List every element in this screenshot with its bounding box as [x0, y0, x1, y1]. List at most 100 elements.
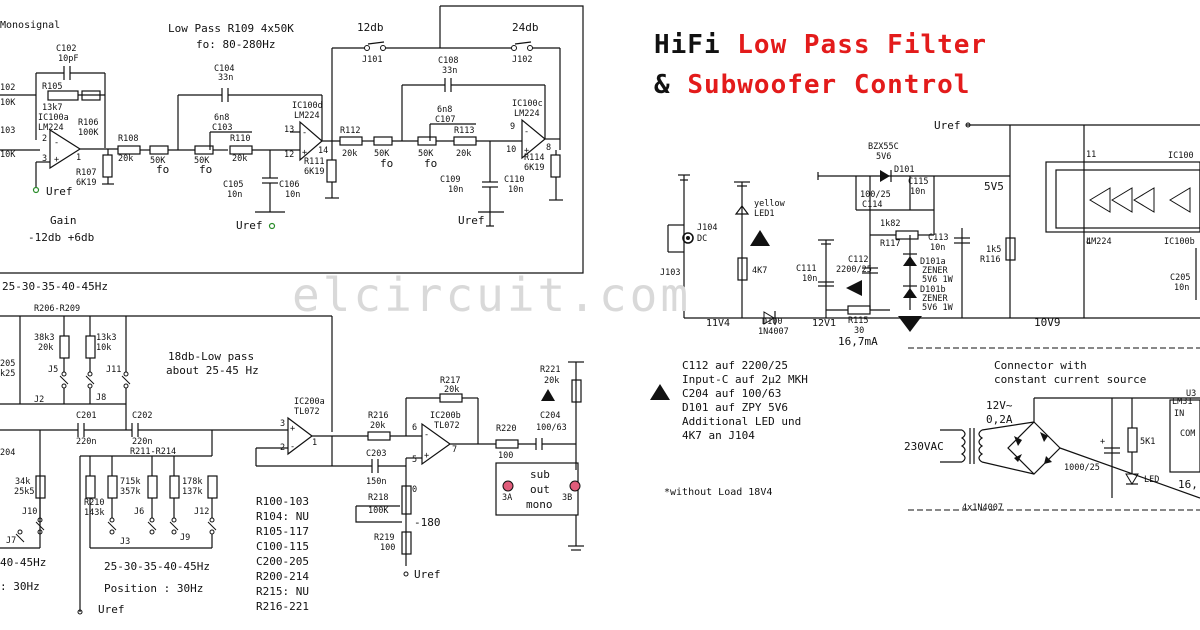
parts-list-item: R100-103 — [256, 495, 309, 508]
r216-value: 20k — [370, 421, 385, 431]
c203-label: C203 — [366, 449, 386, 459]
db12-label: 12db — [357, 21, 384, 34]
r115-value: 30 — [854, 326, 864, 336]
bzx-voltage: 5V6 — [876, 152, 891, 162]
position-label: Position : 30Hz — [104, 582, 203, 595]
r112-label: R112 — [340, 126, 360, 136]
c109-label: C109 — [440, 175, 460, 185]
lm31-label: LM31 — [1172, 397, 1192, 407]
r110-label: R110 — [230, 134, 250, 144]
c204-value: 100/63 — [536, 423, 567, 433]
c115-label: C115 — [908, 177, 928, 187]
fo-label-3: fo — [380, 157, 393, 170]
u3-label: U3 — [1186, 389, 1196, 399]
title-red-2: Subwoofer Control — [687, 70, 971, 100]
ic200a-type: TL072 — [294, 407, 320, 417]
pin-10: 10 — [506, 145, 516, 155]
r715k: 715k — [120, 477, 140, 487]
r113-value: 20k — [456, 149, 471, 159]
c106-value: 10n — [285, 190, 300, 200]
pin-3b: 3 — [280, 419, 285, 429]
note-line: Input-C auf 2µ2 MKH — [682, 373, 808, 386]
j103-label: J103 — [660, 268, 680, 278]
ac-current: 0,2A — [986, 413, 1013, 426]
r113-label: R113 — [454, 126, 474, 136]
parts-list-item: R200-214 — [256, 570, 309, 583]
ic100c-label: IC100c — [512, 99, 543, 109]
r38k3: 38k3 — [34, 333, 54, 343]
note-line: C204 auf 100/63 — [682, 387, 781, 400]
svg-text:+: + — [424, 451, 429, 461]
led-label: LED — [1144, 475, 1159, 485]
c111-value: 10n — [802, 274, 817, 284]
ic200b-type: TL072 — [434, 421, 460, 431]
connector-label-2: constant current source — [994, 373, 1146, 386]
zener-label-1: ZENER — [922, 266, 948, 276]
bridge-label: 4x1N4007 — [962, 503, 1003, 513]
j101-label: J101 — [362, 55, 382, 65]
r111-value: 6K19 — [304, 167, 324, 177]
zener-label-2: ZENER — [922, 294, 948, 304]
c106-label: C106 — [279, 180, 299, 190]
r107-value: 6K19 — [76, 178, 96, 188]
zener-value-1: 5V6 1W — [922, 275, 954, 285]
uref-5: Uref — [414, 568, 441, 581]
power-section: Uref J104 DC J103 11V4 yellow LED1 — [650, 119, 1200, 513]
c204-label: C204 — [540, 411, 560, 421]
r13k3: 13k3 — [96, 333, 116, 343]
r116-value: 1k5 — [986, 245, 1001, 255]
pin-6b: 6 — [412, 423, 417, 433]
c104-label: C104 — [214, 64, 234, 74]
v11-label: 11V4 — [706, 318, 730, 329]
pin-14: 14 — [318, 146, 328, 156]
c205-value: 10n — [1174, 283, 1189, 293]
r108-value: 20k — [118, 154, 133, 164]
svg-text:-: - — [424, 430, 429, 440]
r4k7-label: 4K7 — [752, 266, 767, 276]
r34k: 34k — [15, 477, 30, 487]
svg-text:+: + — [302, 148, 307, 158]
c205-label: C205 — [1170, 273, 1190, 283]
pin-2: 2 — [42, 134, 47, 144]
pin-1b: 1 — [312, 438, 317, 448]
r103-value: 10K — [0, 150, 16, 160]
pin-7b: 7 — [452, 445, 457, 455]
r217-label: R217 — [440, 376, 460, 386]
c112-value: 2200/25 — [836, 265, 872, 275]
c115-value: 10n — [910, 187, 925, 197]
r210-label: R210 — [84, 498, 104, 508]
r178k: 178k — [182, 477, 202, 487]
note-line: D101 auf ZPY 5V6 — [682, 401, 788, 414]
svg-text:-: - — [290, 442, 295, 452]
ic100d-label: IC100d — [292, 101, 323, 111]
left-position: : 30Hz — [0, 580, 40, 593]
c110-label: C110 — [504, 175, 524, 185]
parts-list-item: C200-205 — [256, 555, 309, 568]
jack-3b: 3B — [562, 493, 572, 503]
ic100c-type: LM224 — [514, 109, 540, 119]
j12-label: J12 — [194, 507, 209, 517]
r10k-sub: 10k — [96, 343, 111, 353]
note-line: 4K7 an J104 — [682, 429, 755, 442]
parts-list-item: R215: NU — [256, 585, 309, 598]
r221-label: R221 — [540, 365, 560, 375]
lowpass-18db-2: about 25-45 Hz — [166, 364, 259, 377]
r102-label: 102 — [0, 83, 15, 93]
watermark: elcircuit.com — [292, 268, 692, 322]
lowpass-header: Low Pass R109 4x50K — [168, 22, 294, 35]
pot-50k-d: 50K — [418, 149, 434, 159]
j11-label: J11 — [106, 365, 121, 375]
r108-label: R108 — [118, 134, 138, 144]
svg-text:+: + — [524, 146, 529, 156]
ac-voltage: 12V~ — [986, 399, 1013, 412]
c202-value: 220n — [132, 437, 152, 447]
subwoofer-section: 25-30-35-40-45Hz R206-R209 205 k25 38k3 … — [0, 280, 584, 616]
mono-label: mono — [526, 498, 553, 511]
title-line-1: HiFi Low Pass Filter — [654, 30, 987, 60]
without-load-note: *without Load 18V4 — [664, 487, 772, 498]
title-line-2: & Subwoofer Control — [654, 70, 970, 100]
filter-section: Monosignal Low Pass R109 4x50K fo: 80-28… — [0, 5, 584, 274]
d100-value: 1N4007 — [758, 327, 789, 337]
c100-25-label: 100/25 — [860, 190, 891, 200]
